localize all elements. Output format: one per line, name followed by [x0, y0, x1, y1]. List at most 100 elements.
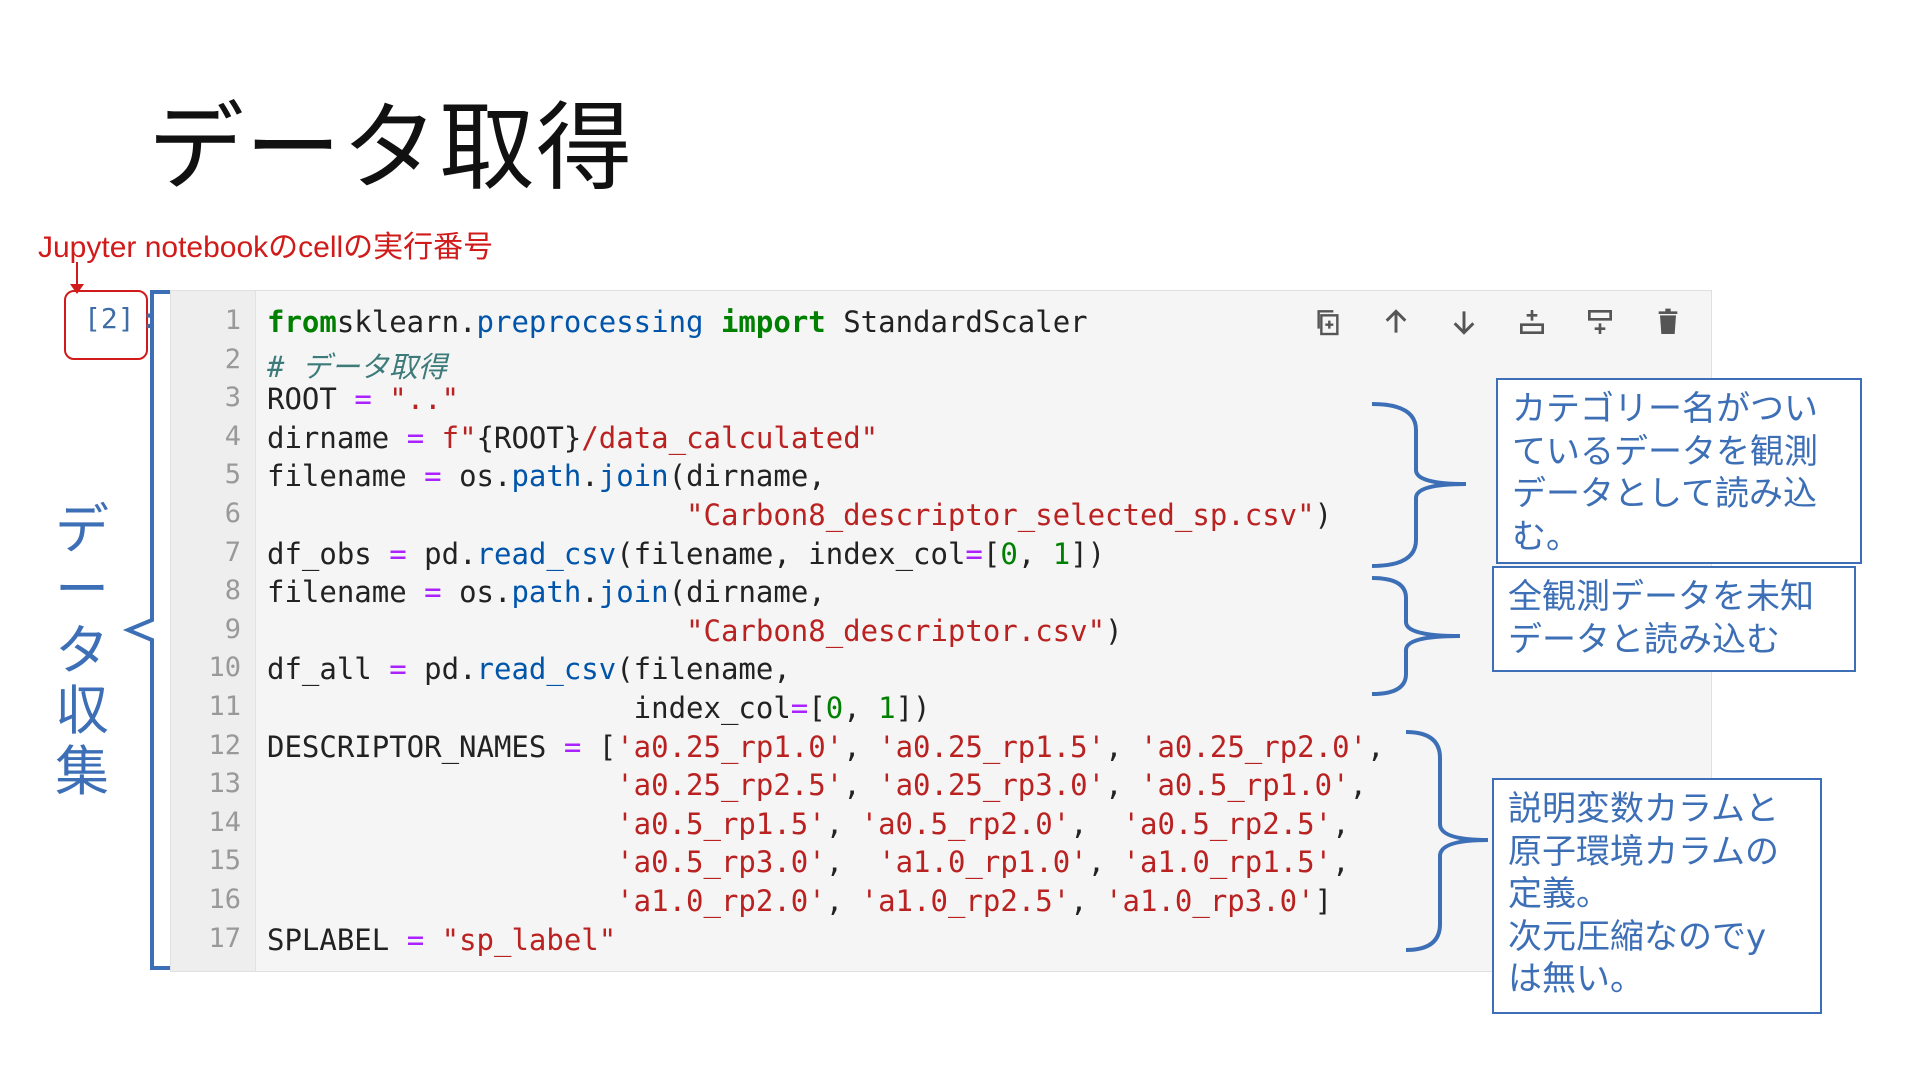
line-number: 7 — [224, 536, 241, 568]
code-token: = — [424, 575, 442, 610]
cell-execution-note: Jupyter notebookのcellの実行番号 — [38, 231, 494, 264]
code-token — [372, 382, 389, 416]
code-token: ".." — [389, 382, 460, 417]
code-token: , — [1367, 729, 1385, 764]
code-token: path — [511, 459, 582, 494]
code-token: [ — [982, 536, 1001, 571]
code-token: , — [1332, 845, 1350, 880]
code-token: [ — [581, 729, 617, 764]
code-token: = — [965, 536, 983, 571]
code-line: fromsklearn.preprocessing import Standar… — [267, 305, 1088, 339]
code-token: , — [1332, 806, 1350, 841]
side-label-char: 集 — [55, 739, 109, 803]
code-token: df_obs — [267, 536, 390, 571]
code-token — [267, 498, 686, 532]
code-token: /data_calculated" — [581, 420, 879, 455]
line-number: 1 — [224, 305, 241, 336]
code-token: = — [389, 652, 407, 687]
code-token: , — [1105, 768, 1141, 803]
left-bracket — [122, 290, 178, 970]
code-token: join — [598, 459, 669, 494]
code-line: 'a0.5_rp1.5', 'a0.5_rp2.0', 'a0.5_rp2.5'… — [267, 806, 1350, 841]
line-number: 11 — [208, 691, 241, 722]
code-token: ]) — [1070, 536, 1106, 571]
code-token: sklearn. — [336, 305, 477, 339]
code-token: read_csv — [476, 536, 617, 571]
code-token: from — [267, 305, 337, 339]
annotation-unknown-text: 全観測データを未知データと読み込む — [1508, 577, 1814, 660]
move-down-icon[interactable] — [1445, 303, 1483, 341]
code-token: 1 — [1052, 536, 1071, 571]
brace-obs — [1371, 402, 1467, 568]
line-number: 9 — [224, 613, 241, 645]
code-token: os. — [441, 459, 512, 494]
note-arrow-head — [70, 284, 84, 294]
side-label-char: タ — [55, 618, 109, 682]
code-token: import — [703, 305, 826, 339]
code-token: ) — [1105, 613, 1123, 648]
code-token: 'a0.5_rp1.5' — [616, 806, 826, 841]
insert-below-icon[interactable] — [1581, 303, 1619, 341]
code-token: (filename, index_col — [616, 536, 966, 571]
side-label-char: 収 — [55, 679, 109, 743]
code-token: , — [825, 884, 861, 918]
code-token: "Carbon8_descriptor.csv" — [686, 613, 1106, 648]
line-number: 8 — [224, 575, 241, 607]
code-token: os. — [441, 575, 512, 610]
annotation-line: 説明変数カラムと — [1508, 789, 1779, 829]
code-line: 'a1.0_rp2.0', 'a1.0_rp2.5', 'a1.0_rp3.0'… — [267, 884, 1332, 918]
code-token: 'a1.0_rp2.5' — [860, 884, 1071, 918]
code-token: 'a1.0_rp1.5' — [1122, 845, 1333, 880]
line-number: 12 — [208, 729, 241, 761]
duplicate-cell-icon[interactable] — [1309, 303, 1347, 341]
code-token: , — [843, 768, 879, 803]
annotation-observed-data: カテゴリー名がついているデータを観測データとして読み込む。 — [1496, 378, 1862, 564]
code-token: , — [1017, 536, 1053, 571]
code-token: SPLABEL — [267, 922, 407, 957]
code-line: ROOT = ".." — [267, 382, 459, 416]
line-number: 15 — [208, 845, 241, 877]
code-token: 0 — [1000, 536, 1018, 571]
code-token: ]) — [895, 691, 931, 725]
code-token: 'a0.25_rp1.0' — [616, 729, 844, 764]
side-label-char: ー — [55, 558, 109, 622]
code-token: , — [825, 806, 861, 841]
delete-cell-icon[interactable] — [1649, 303, 1687, 341]
code-line: SPLABEL = "sp_label" — [267, 923, 616, 957]
code-line: 'a0.5_rp3.0', 'a1.0_rp1.0', 'a1.0_rp1.5'… — [267, 845, 1350, 880]
code-token: {ROOT} — [476, 420, 582, 455]
move-up-icon[interactable] — [1377, 303, 1415, 341]
code-token: preprocessing — [476, 305, 704, 339]
code-token: read_csv — [476, 652, 617, 687]
code-line: df_all = pd.read_csv(filename, — [267, 652, 791, 686]
code-token: , — [1349, 768, 1367, 803]
code-token: 'a0.25_rp2.0' — [1140, 729, 1367, 764]
code-token: = — [406, 922, 425, 957]
code-token: = — [790, 691, 809, 725]
code-line: filename = os.path.join(dirname, — [267, 459, 826, 493]
code-token: 'a0.5_rp2.0' — [860, 806, 1071, 841]
code-token: 'a0.25_rp3.0' — [878, 768, 1106, 803]
code-token — [267, 768, 616, 802]
code-line: filename = os.path.join(dirname, — [267, 575, 826, 609]
code-token: DESCRIPTOR_NAMES — [267, 729, 564, 764]
code-token — [267, 845, 616, 879]
insert-above-icon[interactable] — [1513, 303, 1551, 341]
annotation-line: は無い。 — [1508, 959, 1644, 999]
line-number: 5 — [224, 459, 241, 491]
code-token: 'a1.0_rp2.0' — [616, 884, 826, 918]
code-token: ) — [1314, 498, 1333, 532]
execution-count: [2] — [84, 302, 135, 335]
side-label-data-collection: デ ー タ 収 集 — [52, 498, 112, 803]
code-token: (filename, — [616, 652, 791, 687]
code-token: ROOT — [267, 382, 355, 417]
brace-descriptors — [1405, 730, 1489, 952]
code-token: filename — [267, 575, 425, 610]
code-token: (dirname, — [668, 459, 826, 494]
code-token: 'a0.5_rp2.5' — [1122, 806, 1333, 841]
code-token: (dirname, — [668, 575, 826, 610]
side-label-char: デ — [55, 498, 109, 561]
code-token: dirname — [267, 420, 407, 455]
